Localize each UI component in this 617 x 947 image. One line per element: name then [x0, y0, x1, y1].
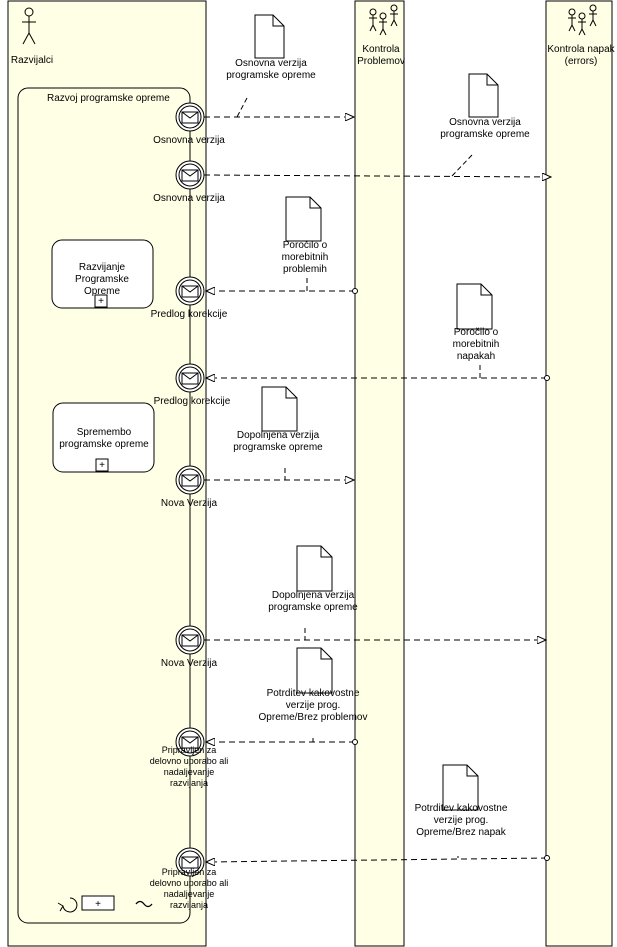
event-label: Osnovna verzija [153, 135, 225, 146]
message-event-icon[interactable] [175, 847, 205, 877]
event-label: Predlog korekcije [150, 309, 228, 320]
pool-problem-control[interactable] [354, 0, 405, 947]
pool-label-problem-control: Kontrola Problemov [357, 44, 405, 67]
event-label: Nova Verzija [160, 498, 218, 509]
document-label: Poročilo o morebitnih napakah [452, 327, 500, 362]
document-label: Osnovna verzija programske opreme [226, 58, 316, 81]
loop-marker-icon [62, 897, 78, 913]
svg-text:+: + [98, 296, 104, 307]
message-event-icon[interactable] [175, 727, 205, 757]
event-label: Pripravljen za delovno uporabo ali nadal… [149, 867, 229, 910]
message-flow [206, 857, 548, 862]
subprocess-label: Spremembo programske opreme [59, 427, 149, 450]
subprocess-label: Razvijanje Programske Opreme [75, 262, 129, 297]
svg-text:+: + [95, 899, 101, 910]
collapse-marker-icon[interactable] [94, 294, 108, 308]
document-icon [296, 545, 333, 592]
document-icon [296, 647, 333, 694]
document-label: Potrditev kakovostne verzije prog. Oprem… [258, 688, 368, 723]
message-event-icon[interactable] [175, 276, 205, 306]
event-label: Osnovna verzija [153, 193, 225, 204]
document-icon [468, 73, 499, 118]
document-label: Osnovna verzija programske opreme [440, 117, 530, 140]
group-actors-icon [369, 4, 398, 36]
subprocess-razvijanje[interactable] [51, 239, 154, 309]
group-actors-icon [568, 4, 597, 36]
pool-label-developers: Razvijalci [10, 55, 54, 66]
document-label: Dopolnjena verzija programske opreme [233, 430, 323, 453]
collapse-marker-icon[interactable] [95, 458, 109, 472]
document-icon [261, 386, 298, 432]
message-event-icon[interactable] [175, 625, 205, 655]
document-label: Potrditev kakovostne verzije prog. Oprem… [414, 803, 508, 838]
message-event-icon[interactable] [175, 160, 205, 190]
message-event-icon[interactable] [175, 465, 205, 495]
adhoc-marker-icon [135, 900, 153, 908]
message-event-icon[interactable] [175, 102, 205, 132]
process-title: Razvoj programske opreme [47, 93, 170, 104]
actor-icon [22, 7, 36, 45]
pool-developers[interactable] [7, 0, 207, 947]
document-label: Dopolnjena verzija programske opreme [268, 590, 358, 613]
event-label: Predlog korekcije [153, 396, 231, 407]
collapse-marker-icon[interactable] [81, 895, 115, 911]
document-icon [456, 283, 493, 330]
event-label: Pripravljen za delovno uporabo ali nadal… [149, 745, 229, 788]
document-label: Poročilo o morebitnih problemih [281, 240, 329, 275]
subprocess-sprememba[interactable] [52, 402, 155, 473]
svg-text:+: + [99, 460, 105, 471]
event-label: Nova Verzija [160, 658, 218, 669]
document-icon [254, 14, 285, 59]
document-icon [285, 196, 322, 242]
pool-error-control[interactable] [545, 0, 613, 947]
pool-label-error-control: Kontrola napak (errors) [547, 44, 615, 67]
message-event-icon[interactable] [175, 363, 205, 393]
message-flow [203, 175, 551, 177]
